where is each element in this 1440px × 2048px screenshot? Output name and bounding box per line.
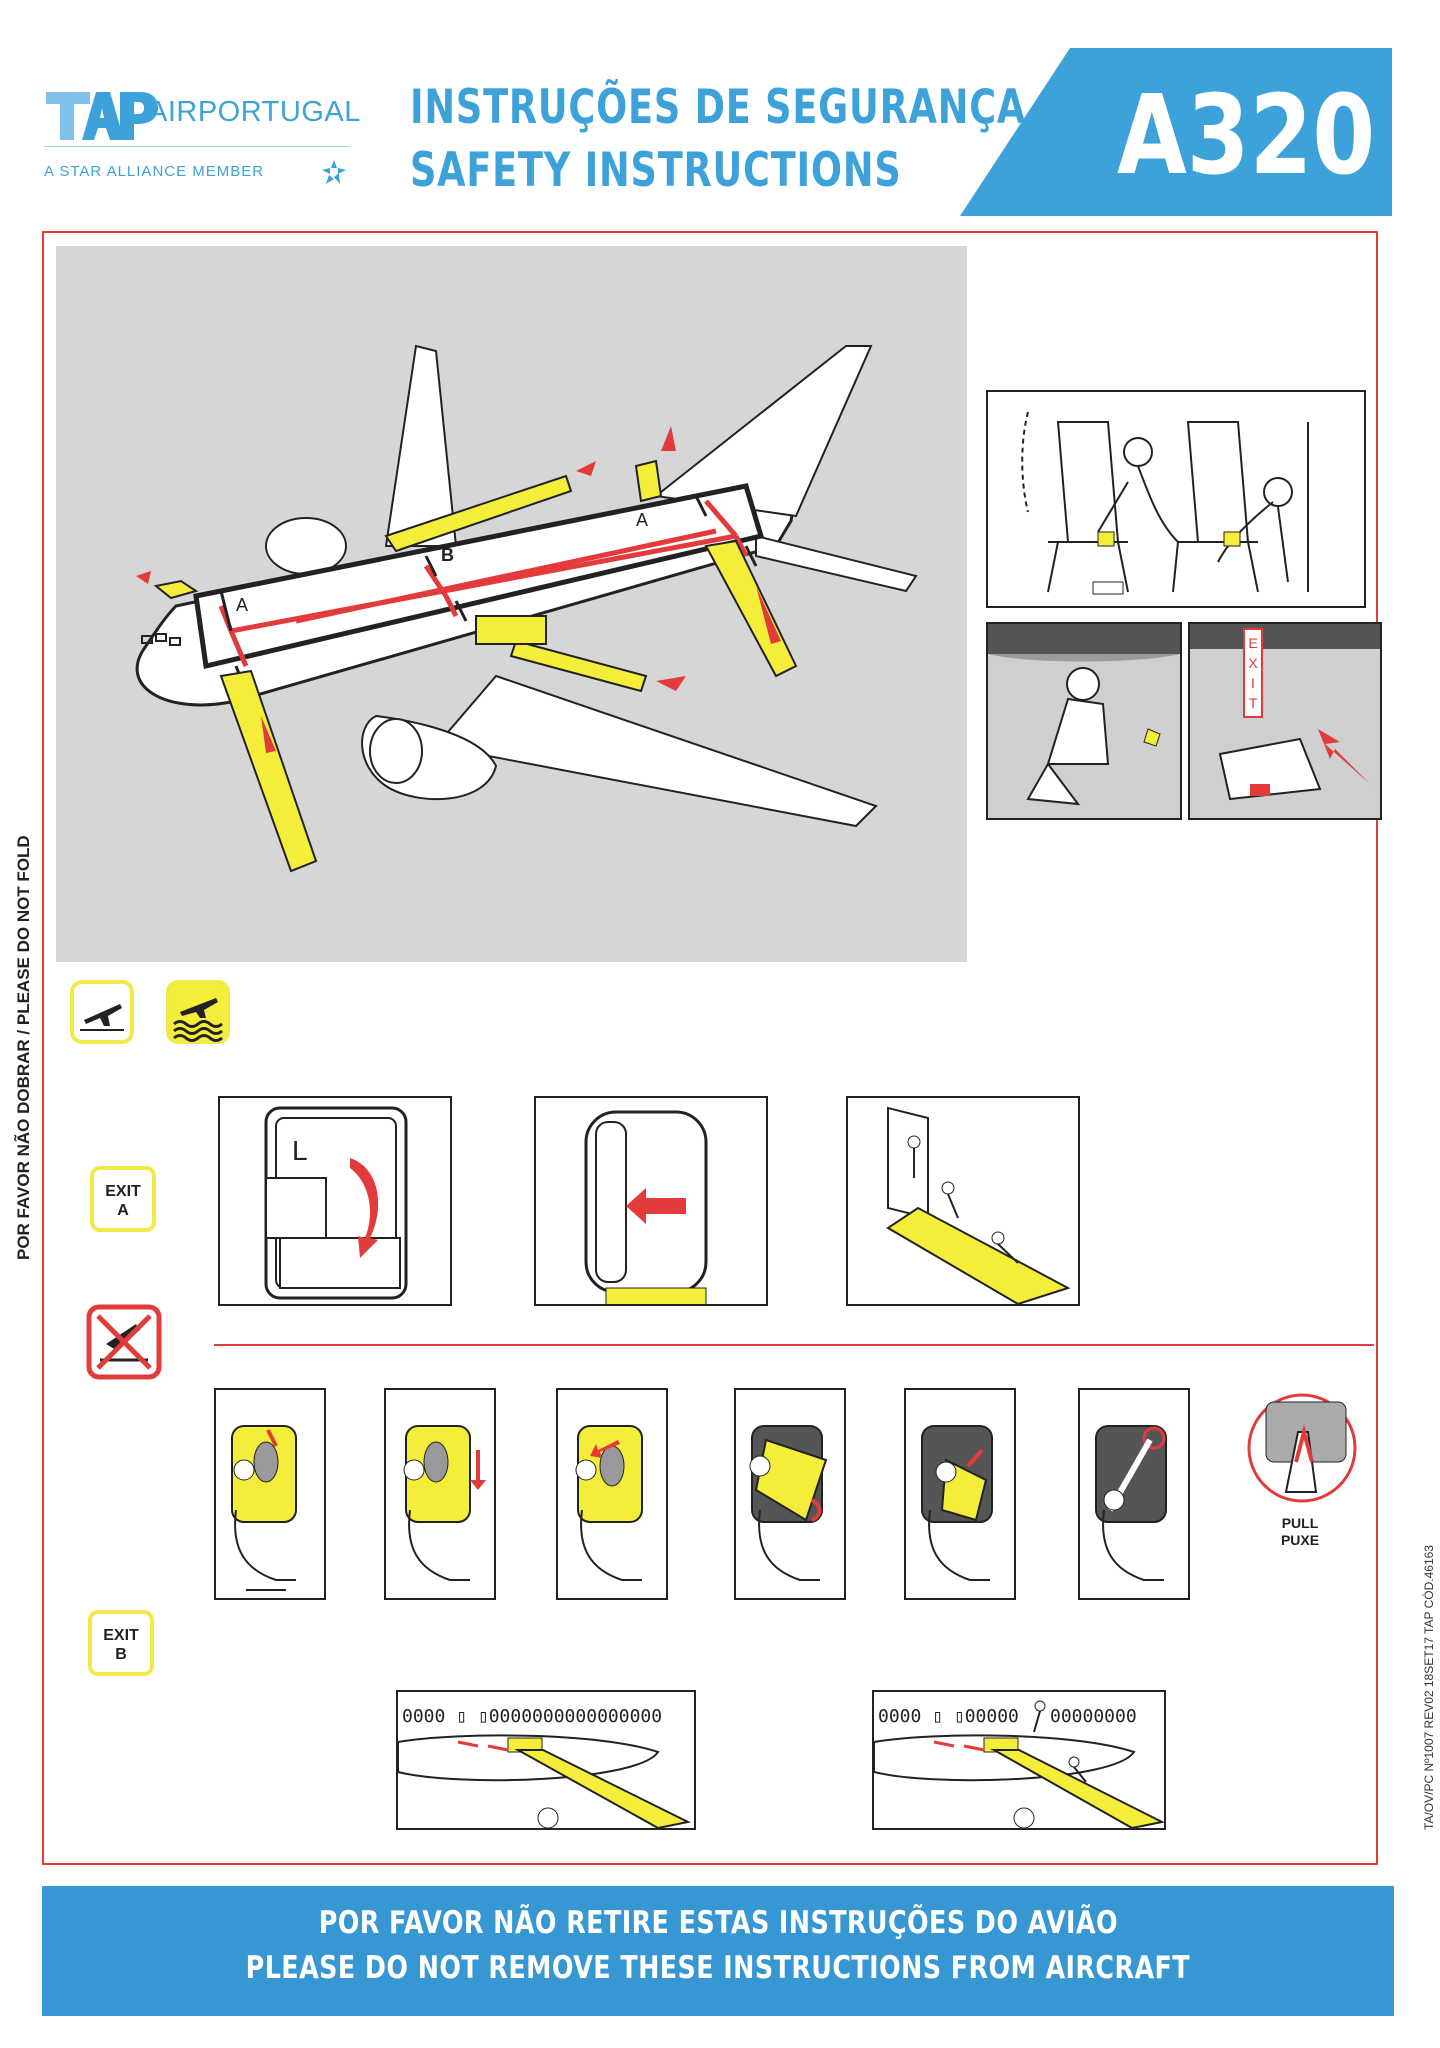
exit-sign-letter-t: T (1249, 695, 1258, 711)
push-door-arrow-icon (626, 1188, 686, 1224)
exit-sign-panel: E X I T (1188, 622, 1382, 820)
door-a-step-2-panel (534, 1096, 768, 1306)
model-badge (960, 48, 1392, 216)
floor-lighting-illustration: E X I T (1190, 624, 1380, 818)
overwing-step-5-illustration (921, 1425, 993, 1581)
crawl-panel (986, 622, 1182, 820)
overwing-slide-panel-1: 0000 ▯ ▯0000000000000000 (396, 1690, 696, 1830)
overwing-step-3-panel (556, 1388, 668, 1600)
logo-divider (44, 146, 350, 147)
water-evacuation-icon (166, 980, 230, 1044)
overwing-slide-left (384, 474, 573, 553)
instructions-frame (42, 231, 1378, 1865)
front-door-raft (153, 579, 199, 600)
door-a-rear-label: A (636, 510, 648, 530)
plane-exits-diagram: A B A (135, 344, 918, 873)
overwing-step-5-panel (904, 1388, 1016, 1600)
exit-sign-letter-e: E (1248, 635, 1257, 651)
overwing-slide-panel-2: 0000 ▯ ▯00000 00000000 (872, 1690, 1166, 1830)
exit-sign-letter-x: X (1248, 655, 1258, 671)
overwing-step-1-illustration (231, 1425, 297, 1591)
window-row-right: 00000000 (1050, 1706, 1137, 1727)
star-alliance-icon (322, 160, 346, 184)
land-evacuation-icon (70, 980, 134, 1044)
overwing-step-6-panel (1078, 1388, 1190, 1600)
overwing-slide-illustration-2: 0000 ▯ ▯00000 00000000 (874, 1700, 1164, 1828)
door-b-label: B (441, 545, 454, 565)
footer-banner (42, 1886, 1394, 2016)
slide-evacuation-illustration (886, 1106, 1071, 1304)
pull-handle-icon (1247, 1393, 1357, 1503)
overwing-step-2-panel (384, 1388, 496, 1600)
exit-sign-letter-i: I (1251, 675, 1255, 691)
window-row: 0000 ▯ ▯0000000000000000 (402, 1706, 662, 1727)
brace-position-panel (986, 390, 1366, 608)
door-push-illustration (584, 1110, 708, 1304)
overwing-slide-right (509, 639, 648, 693)
do-not-fold-notice: POR FAVOR NÃO DOBRAR / PLEASE DO NOT FOL… (14, 835, 33, 1260)
overwing-slide-illustration-1: 0000 ▯ ▯0000000000000000 (398, 1706, 692, 1828)
overwing-step-4-panel (734, 1388, 846, 1600)
tap-logo-icon (46, 92, 158, 140)
direction-arrow-icon (1318, 729, 1375, 789)
overwing-exit-door (475, 615, 547, 645)
window-row-left: 0000 ▯ ▯00000 (878, 1706, 1019, 1727)
footer-notice-english: PLEASE DO NOT REMOVE THESE INSTRUCTIONS … (245, 1950, 1191, 1986)
door-handle-illustration: L (264, 1106, 408, 1300)
overwing-step-1-panel (214, 1388, 326, 1600)
alliance-text: A STAR ALLIANCE MEMBER (44, 163, 265, 180)
aircraft-model: A320 (1117, 71, 1376, 199)
overwing-step-6-illustration (1095, 1425, 1167, 1581)
door-a-step-3-panel (846, 1096, 1080, 1306)
section-divider (214, 1344, 1374, 1346)
crawl-under-smoke-illustration (988, 624, 1180, 818)
overwing-step-4-illustration (749, 1425, 828, 1581)
title-english: SAFETY INSTRUCTIONS (410, 143, 902, 198)
brace-position-illustration (1021, 411, 1309, 595)
door-a-step-1-panel: L (218, 1096, 452, 1306)
rear-door-raft (634, 459, 663, 503)
front-slide (219, 669, 318, 873)
document-code: TA/OV/PC Nº1007 REV02 18SET17 TAP CÓD.46… (1422, 1545, 1436, 1830)
plane-exits-panel: A B A (56, 246, 967, 962)
door-side-letter: L (292, 1135, 308, 1166)
brand-name: AIRPORTUGAL (148, 96, 361, 128)
door-a-front-label: A (236, 595, 248, 615)
overwing-step-3-illustration (575, 1425, 643, 1581)
title-portuguese: INSTRUÇÕES DE SEGURANÇA (410, 80, 1027, 135)
footer-notice-portuguese: POR FAVOR NÃO RETIRE ESTAS INSTRUÇÕES DO… (318, 1905, 1118, 1941)
overwing-step-2-illustration (403, 1425, 486, 1581)
rotate-handle-arrow-icon (350, 1158, 379, 1258)
no-inflation-inside-icon (86, 1304, 162, 1380)
